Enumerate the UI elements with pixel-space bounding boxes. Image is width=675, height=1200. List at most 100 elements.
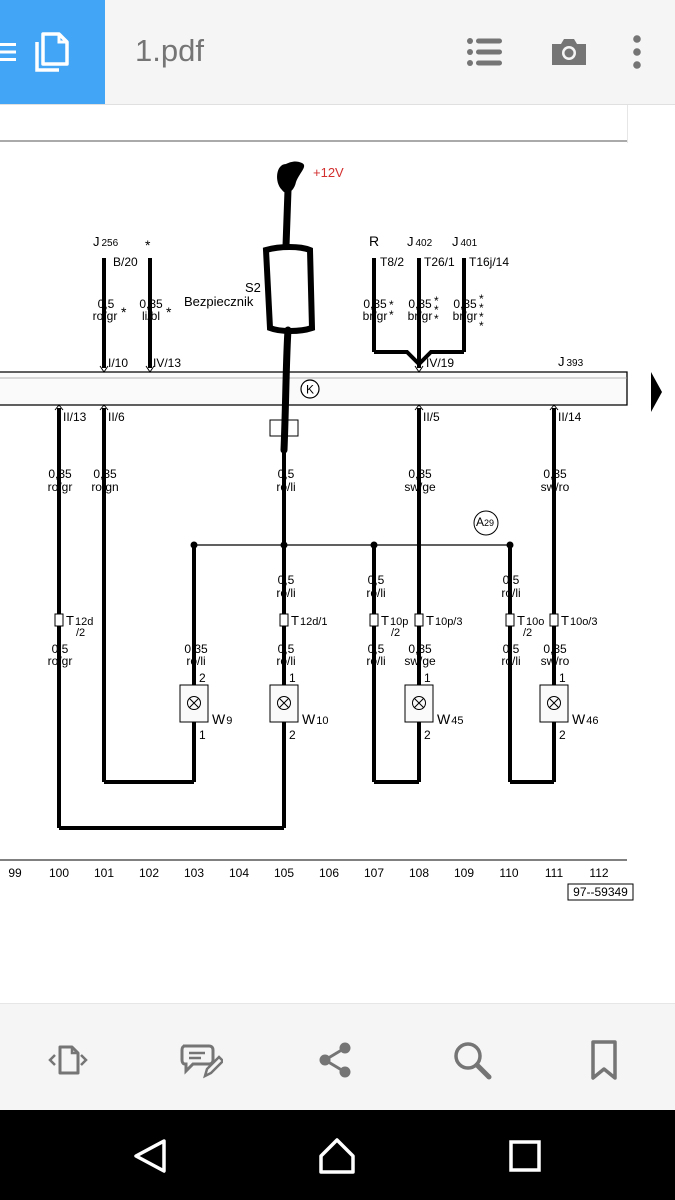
wire-color-label: ro/li (186, 654, 206, 668)
column-number: 103 (183, 866, 205, 880)
connector-extra-label: /2 (391, 627, 401, 639)
wire-size-label: 0,35 (184, 642, 208, 656)
wire-color-label: li/bl (141, 309, 160, 323)
junction-label: A29 (476, 515, 495, 529)
lamp-pin-label: 1 (559, 671, 566, 685)
column-number: 109 (453, 866, 475, 880)
wire-color-label: sw/ge (404, 654, 436, 668)
lamp-label: W10 (302, 711, 329, 727)
bus-connector-label: II/6 (108, 410, 125, 424)
component-label: R (369, 233, 380, 249)
bus-connector-label: II/5 (423, 410, 440, 424)
wire-size-label: 0,35 (453, 297, 477, 311)
bus-connector-label: IV/13 (153, 356, 182, 370)
lamp-pin-label: 2 (559, 728, 566, 742)
wire-color-label: ro/gn (91, 480, 119, 494)
document-button[interactable] (0, 0, 105, 104)
wire-color-label: sw/ro (540, 480, 570, 494)
lamp-label: W45 (437, 711, 464, 727)
system-nav-bar (0, 1110, 675, 1200)
wire-size-label: 0,35 (408, 297, 432, 311)
wire-color-label: ro/li (501, 586, 521, 600)
connector-label: T12d (66, 613, 94, 628)
wire-color-label: br/gr (362, 309, 388, 323)
file-title: 1.pdf (135, 33, 204, 68)
lamp-pin-label: 1 (424, 671, 431, 685)
column-number: 105 (273, 866, 295, 880)
diagram-ref: 97--59349 (573, 885, 628, 899)
wire-size-label: 0,5 (51, 642, 69, 656)
component-pin-label: T16j/14 (469, 255, 510, 269)
column-number: 111 (544, 866, 564, 880)
search-icon[interactable] (450, 1038, 494, 1082)
lamp-label: W9 (212, 711, 233, 727)
wire-size-label: 0,35 (408, 467, 432, 481)
wiring-diagram: K (0, 140, 634, 901)
page-edge (627, 105, 628, 143)
connector-label: T10p (381, 613, 409, 628)
wire-color-label: ro/li (276, 586, 296, 600)
back-icon[interactable] (130, 1136, 170, 1176)
wire-color-label: br/gr (452, 309, 478, 323)
menu-icon[interactable] (0, 41, 18, 63)
lamp-pin-label: 2 (289, 728, 296, 742)
wire-mark-label: * (121, 304, 127, 320)
home-icon[interactable] (317, 1136, 357, 1176)
bus-connector-label: I/10 (108, 356, 129, 370)
column-number: 99 (8, 866, 22, 880)
fuse-label: S2 (245, 280, 261, 295)
column-number: 108 (408, 866, 430, 880)
wire-color-label: ro/gr (47, 480, 73, 494)
component-pin-label: T8/2 (380, 255, 405, 269)
camera-icon[interactable] (549, 32, 589, 72)
connector-label: T10p/3 (426, 613, 463, 628)
wire-size-label: 0,5 (502, 573, 520, 587)
pdf-page[interactable] (0, 105, 675, 1003)
recents-icon[interactable] (505, 1136, 545, 1176)
component-pin-label: B/20 (113, 255, 138, 269)
column-number: 104 (228, 866, 250, 880)
wire-size-label: 0,35 (363, 297, 387, 311)
comment-icon[interactable] (179, 1038, 223, 1082)
wire-color-label: br/gr (407, 309, 433, 323)
component-pin-label: T26/1 (424, 255, 455, 269)
bookmark-icon[interactable] (583, 1038, 627, 1082)
column-number: 106 (318, 866, 340, 880)
column-number: 107 (363, 866, 385, 880)
wire-size-label: 0,35 (48, 467, 72, 481)
document-icon[interactable] (33, 30, 73, 74)
next-page-arrow[interactable] (651, 372, 662, 412)
wire-size-label: 0,35 (543, 642, 567, 656)
connector-extra-label: /2 (76, 627, 86, 639)
share-icon[interactable] (314, 1038, 358, 1082)
column-number: 110 (499, 866, 519, 880)
more-vert-icon[interactable] (617, 32, 657, 72)
wire-mark-label: * (166, 304, 172, 320)
top-toolbar: 1.pdf (0, 0, 675, 105)
wire-size-label: 0,5 (277, 642, 295, 656)
column-number: 100 (48, 866, 70, 880)
wire-mark-label: ** (389, 298, 394, 322)
lamp-label: W46 (572, 711, 599, 727)
wire-color-label: ro/li (276, 480, 296, 494)
connector-label: T10o (517, 613, 545, 628)
connector-label: T12d/1 (291, 613, 328, 628)
wire-color-label: ro/gr (92, 309, 118, 323)
wire-size-label: 0,5 (97, 297, 115, 311)
wire-color-label: sw/ro (540, 654, 570, 668)
wire-size-label: 0,5 (277, 573, 295, 587)
bus-connector-label: IV/19 (426, 356, 455, 370)
lamp-pin-label: 2 (424, 728, 431, 742)
lamp-pin-label: 1 (199, 728, 206, 742)
connector-extra-label: /2 (523, 627, 533, 639)
lamp-pin-label: 1 (289, 671, 296, 685)
pages-icon[interactable] (46, 1038, 90, 1082)
wire-size-label: 0,35 (139, 297, 163, 311)
wire-size-label: 0,35 (408, 642, 432, 656)
list-icon[interactable] (464, 32, 504, 72)
wire-size-label: 0,35 (543, 467, 567, 481)
